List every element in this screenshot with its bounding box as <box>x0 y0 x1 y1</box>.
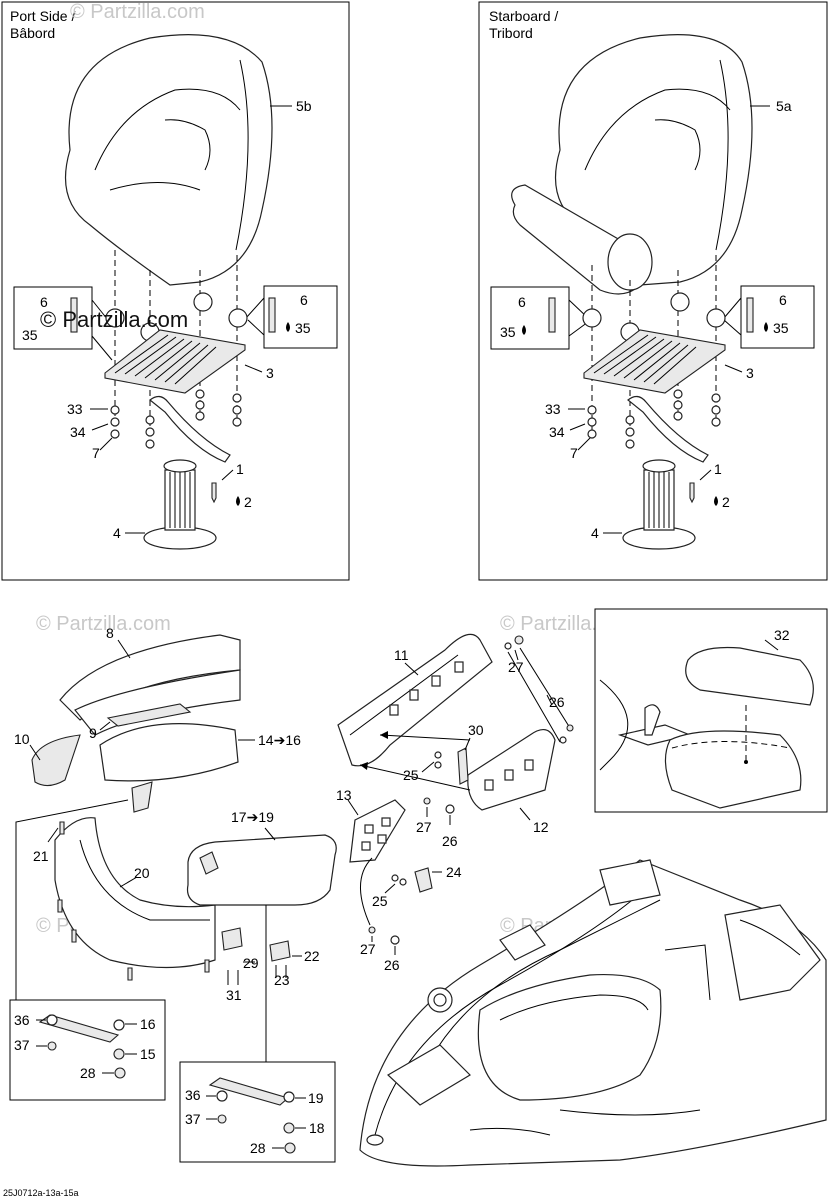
kit-box-left <box>9 999 166 1101</box>
callout-31: 31 <box>226 987 242 1003</box>
seat-5a <box>511 34 753 295</box>
callout-8: 8 <box>106 625 114 641</box>
side-panel-11 <box>337 633 493 767</box>
callout-10: 10 <box>14 731 30 747</box>
callout-29: 29 <box>243 955 259 971</box>
callout-34-sb: 34 <box>549 424 565 440</box>
callout-15: 15 <box>140 1046 156 1062</box>
watermark-dark-port: © Partzilla.com <box>40 307 188 332</box>
callout-27-mid: 27 <box>416 819 432 835</box>
callout-32: 32 <box>774 627 790 643</box>
cushion-17-19 <box>186 834 337 962</box>
callout-5a: 5a <box>776 98 792 114</box>
watermark-faint-1: © Partzilla.com <box>36 613 171 635</box>
callout-12: 12 <box>533 819 549 835</box>
callout-9: 9 <box>89 725 97 741</box>
callout-18: 18 <box>309 1120 325 1136</box>
console-cover-32 <box>599 646 814 809</box>
callout-17-19: 17➔19 <box>231 809 274 825</box>
stud-detail-box-right <box>263 285 338 349</box>
nuts-washers <box>110 389 242 449</box>
starboard-title-line1: Starboard / <box>489 8 558 24</box>
callout-4-sb: 4 <box>591 525 599 541</box>
callout-7: 7 <box>92 445 100 461</box>
seat-slide-plate <box>104 329 246 463</box>
callout-21: 21 <box>33 848 49 864</box>
callout-35-right: 35 <box>295 320 311 336</box>
callout-7-sb: 7 <box>570 445 578 461</box>
callout-34: 34 <box>70 424 86 440</box>
callout-35-left-sb: 35 <box>500 324 516 340</box>
callout-19-box: 19 <box>308 1090 324 1106</box>
callout-13: 13 <box>336 787 352 803</box>
starboard-title-line2: Tribord <box>489 25 533 41</box>
kit-box-right <box>179 1061 336 1163</box>
port-panel-border <box>1 1 350 581</box>
port-title-line2: Bâbord <box>10 25 55 41</box>
callout-37-right: 37 <box>185 1111 201 1127</box>
callout-36-right: 36 <box>185 1087 201 1103</box>
callout-26-lower: 26 <box>384 957 400 973</box>
callout-11: 11 <box>394 647 409 663</box>
callout-6-right: 6 <box>300 292 308 308</box>
callout-19-range: 19 <box>258 809 274 825</box>
callout-1-sb: 1 <box>714 461 722 477</box>
panel-13 <box>349 799 406 863</box>
callout-20: 20 <box>134 865 150 881</box>
callout-27-lower: 27 <box>360 941 376 957</box>
stud-detail-box-left <box>13 286 93 350</box>
callout-24: 24 <box>446 864 462 880</box>
callout-6-right-sb: 6 <box>779 292 787 308</box>
port-side-panel: Port Side / Bâbord 5b 6 35 6 35 <box>1 1 350 581</box>
callout-28-left: 28 <box>80 1065 96 1081</box>
starboard-panel: Starboard / Tribord 5a 6 35 6 35 <box>478 1 828 581</box>
callout-36-left: 36 <box>14 1012 30 1028</box>
callout-23: 23 <box>274 972 290 988</box>
nuts-washers-sb <box>587 389 721 449</box>
seat-5b <box>64 34 273 286</box>
callout-5b: 5b <box>296 98 312 114</box>
callout-3-sb: 3 <box>746 365 754 381</box>
callout-22: 22 <box>304 948 320 964</box>
callout-17: 17 <box>231 809 247 825</box>
port-title-line1: Port Side / <box>10 8 75 24</box>
callout-33: 33 <box>67 401 83 417</box>
pedestal-sb <box>622 459 696 550</box>
pedestal <box>143 459 217 550</box>
callout-2: 2 <box>244 494 252 510</box>
callout-27-upper: 27 <box>508 659 524 675</box>
callout-28-right: 28 <box>250 1140 266 1156</box>
callout-6-left-sb: 6 <box>518 294 526 310</box>
reference-code: 25J0712a-13a-15a <box>3 1188 79 1198</box>
cushion-group <box>31 634 241 813</box>
arrow-glyph-2: ➔ <box>247 809 259 825</box>
side-panel-12 <box>467 729 556 811</box>
callout-6-left: 6 <box>40 294 48 310</box>
callout-16-range: 16 <box>285 732 301 748</box>
callout-3: 3 <box>266 365 274 381</box>
callout-4: 4 <box>113 525 121 541</box>
callout-1: 1 <box>236 461 244 477</box>
callout-37-left: 37 <box>14 1037 30 1053</box>
callout-35-left: 35 <box>22 327 38 343</box>
callout-35-right-sb: 35 <box>773 320 789 336</box>
callout-2-sb: 2 <box>722 494 730 510</box>
callout-26-mid: 26 <box>442 833 458 849</box>
callout-25-upper: 25 <box>403 767 419 783</box>
seat-slide-plate-sb <box>583 329 726 463</box>
backrest-20 <box>54 817 216 969</box>
starboard-panel-border <box>478 1 828 581</box>
watermark-faint-5: © Partzilla.com <box>70 1 205 23</box>
callout-26-upper: 26 <box>549 694 565 710</box>
boat-hull <box>359 859 827 1167</box>
callout-14-16: 14➔16 <box>258 732 301 748</box>
callout-30: 30 <box>468 722 484 738</box>
stud-detail-box-left-sb <box>490 286 570 350</box>
callout-14: 14 <box>258 732 274 748</box>
callout-25-lower: 25 <box>372 893 388 909</box>
callout-33-sb: 33 <box>545 401 561 417</box>
callout-16-box: 16 <box>140 1016 156 1032</box>
arrow-glyph: ➔ <box>274 732 286 748</box>
